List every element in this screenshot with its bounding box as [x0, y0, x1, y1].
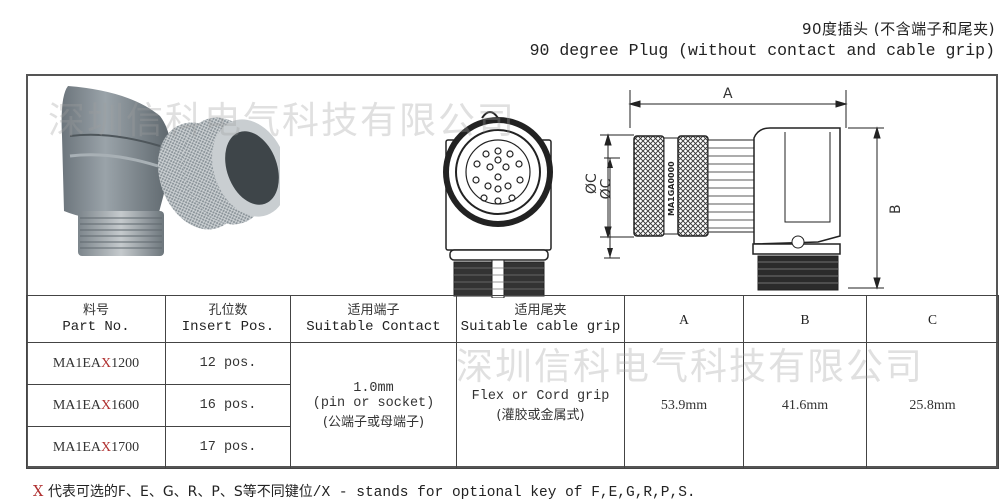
table-row: MA1EAX1700 17 pos.	[26, 426, 999, 469]
dimension-c-label: ØC	[584, 173, 600, 194]
optional-key: X	[101, 355, 112, 371]
part-number-cell: MA1EAX1700	[26, 426, 166, 469]
part-marking: MA1GA0000	[667, 161, 676, 216]
part-number-cell: MA1EAX1600	[26, 384, 166, 427]
dimension-a-label: A	[723, 86, 733, 102]
dim-a-value: 53.9mm	[624, 342, 744, 469]
footnote: X 代表可选的F、E、G、R、P、S等不同键位/X - stands for o…	[33, 481, 696, 500]
optional-key: X	[101, 439, 112, 455]
footnote-key: X	[33, 484, 44, 500]
footnote-chinese: 代表可选的F、E、G、R、P、S等不同键位	[47, 484, 313, 500]
table-row: MA1EAX1200 12 pos. 1.0mm (pin or socket)…	[26, 342, 999, 469]
optional-key: X	[101, 397, 112, 413]
page-title: 90度插头 (不含端子和尾夹) 90 degree Plug (without …	[530, 18, 995, 62]
side-view-drawing: A ØC B MA1GA0000	[584, 86, 904, 291]
title-english: 90 degree Plug (without contact and cabl…	[529, 41, 995, 60]
front-view-drawing	[443, 111, 553, 298]
insert-pos-cell: 16 pos.	[165, 384, 291, 427]
drawings-area: A ØC B MA1GA0000 ØC 深圳信科电气科技有限公司	[28, 76, 996, 298]
product-photo-icon	[61, 86, 280, 256]
dimension-b-label: B	[888, 204, 904, 214]
header-dim-c: C	[866, 295, 999, 343]
part-number-cell: MA1EAX1200	[26, 342, 166, 385]
dim-b-value: 41.6mm	[743, 342, 867, 469]
cable-grip-cell: Flex or Cord grip (灌胶或金属式)	[456, 342, 625, 469]
table-row: MA1EAX1600 16 pos.	[26, 384, 999, 427]
header-dim-a: A	[624, 295, 744, 343]
title-chinese: 90度插头 (不含端子和尾夹)	[801, 20, 995, 38]
insert-pos-cell: 17 pos.	[165, 426, 291, 469]
header-dim-b: B	[743, 295, 867, 343]
front-dimension-c-arrow	[604, 157, 620, 259]
insert-pos-cell: 12 pos.	[165, 342, 291, 385]
dim-c-value: 25.8mm	[866, 342, 999, 469]
footnote-english: /X - stands for optional key of F,E,G,R,…	[312, 485, 696, 500]
contact-cell: 1.0mm (pin or socket) (公端子或母端子)	[290, 342, 457, 469]
